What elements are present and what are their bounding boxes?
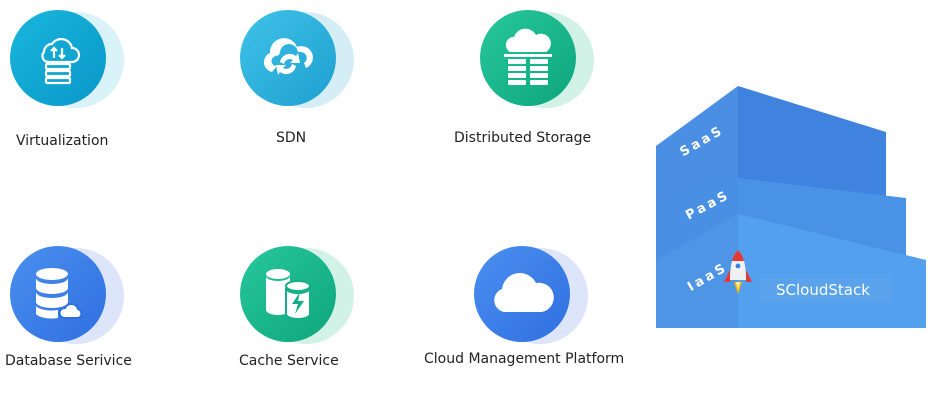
stack-product-name: SCloudStack (776, 281, 870, 299)
feature-label: Cloud Management Platform (424, 351, 625, 367)
database-icon-wrap (10, 246, 130, 346)
cloud-icon (474, 246, 570, 342)
feature-label: Database Serivice (5, 353, 132, 369)
feature-label: SDN (276, 130, 307, 146)
rocket-icon (724, 250, 752, 294)
scloudstack-illustration: SaaS PaaS IaaS SCloudStack (656, 84, 928, 330)
cache-cylinders-bolt-icon (240, 246, 336, 342)
cloud-storage-rack-icon (480, 10, 576, 106)
feature-label: Cache Service (239, 353, 339, 369)
cloud-icon-wrap (474, 246, 594, 346)
virtualization-icon-wrap (10, 10, 130, 110)
cache-icon-wrap (240, 246, 360, 346)
sdn-icon-wrap (240, 10, 360, 110)
database-cloud-icon (10, 246, 106, 342)
cloud-sync-icon (240, 10, 336, 106)
server-cloud-upload-icon (10, 10, 106, 106)
feature-label: Virtualization (16, 133, 109, 149)
stack-building (656, 86, 926, 328)
feature-label: Distributed Storage (454, 130, 592, 146)
storage-icon-wrap (480, 10, 600, 110)
